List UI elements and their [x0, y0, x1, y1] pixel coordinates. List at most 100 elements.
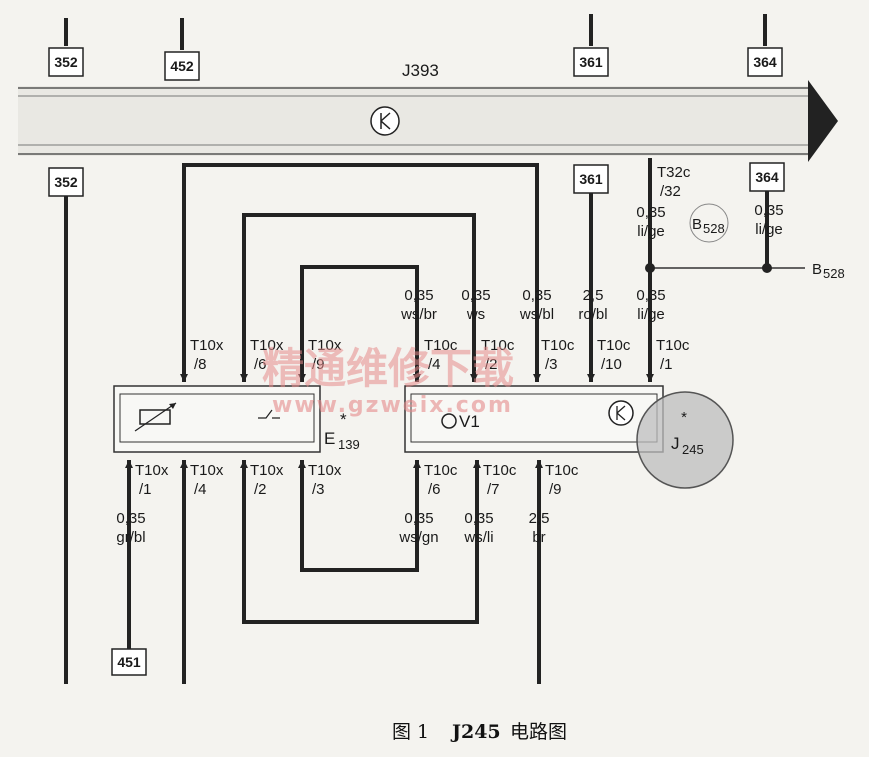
svg-text:T10x: T10x [135, 462, 169, 479]
top-connectors: 352 452 361 364 [48, 14, 783, 81]
svg-text:/4: /4 [194, 481, 207, 498]
caption-bold: J245 [450, 721, 501, 743]
k-clock-icon [370, 106, 400, 136]
svg-text:361: 361 [579, 171, 603, 187]
t32c-label: T32c /32 [657, 164, 691, 200]
component-e139: E 139 * [113, 385, 360, 453]
svg-text:/32: /32 [660, 183, 681, 200]
pin-labels-lower: T10x /1 T10x /4 T10x /2 T10x /3 T10c /6 … [135, 462, 579, 498]
svg-text:T32c: T32c [657, 164, 691, 181]
wire-labels-lower: 0,35 gr/bl 0,35 ws/gn 0,35 ws/li 2,5 br [116, 510, 549, 546]
connector-box-361-lower: 361 [573, 164, 609, 194]
svg-text:364: 364 [753, 54, 777, 70]
svg-text:452: 452 [170, 58, 194, 74]
watermark-cn: 精通维修下载 [262, 344, 514, 393]
component-j245: * J 245 [636, 391, 734, 489]
svg-text:/2: /2 [254, 481, 267, 498]
svg-text:T10c: T10c [424, 462, 458, 479]
connector-box-364-top: 364 [747, 47, 783, 77]
svg-text:0,35: 0,35 [404, 510, 433, 527]
svg-text:0,35: 0,35 [636, 204, 665, 221]
j245-letter: J [671, 434, 680, 453]
svg-text:li/ge: li/ge [755, 221, 783, 238]
svg-text:ws/gn: ws/gn [398, 529, 438, 546]
b528-line-sub: 528 [823, 266, 845, 281]
svg-text:2,5: 2,5 [529, 510, 550, 527]
watermark: 精通维修下载 www.gzweix.com [262, 344, 514, 418]
component-v1: V1 [404, 385, 664, 453]
svg-text:0,35: 0,35 [754, 202, 783, 219]
svg-text:br: br [532, 529, 545, 546]
svg-text:/9: /9 [312, 356, 325, 373]
wire-labels-upper: 0,35 li/ge 0,35 li/ge 0,35 ws/br 0,35 ws… [400, 202, 784, 323]
j245-sub: 245 [682, 442, 704, 457]
b528-node: B 528 B 528 [689, 203, 845, 281]
pin-markers [125, 374, 654, 468]
svg-text:0,35: 0,35 [522, 287, 551, 304]
caption-prefix: 图 1 [392, 721, 429, 743]
svg-text:T10x: T10x [190, 462, 224, 479]
e139-sub: 139 [338, 437, 360, 452]
svg-text:/8: /8 [194, 356, 207, 373]
svg-text:/6: /6 [254, 356, 267, 373]
bus-j393: J393 [18, 61, 838, 162]
svg-text:T10x: T10x [250, 462, 284, 479]
svg-text:0,35: 0,35 [464, 510, 493, 527]
connector-box-452-top: 452 [164, 51, 200, 81]
svg-text:/9: /9 [549, 481, 562, 498]
svg-text:T10c: T10c [424, 337, 458, 354]
svg-text:T10x: T10x [190, 337, 224, 354]
svg-text:ws/li: ws/li [463, 529, 493, 546]
lower-connectors: 352 361 364 451 [48, 162, 785, 676]
svg-text:0,35: 0,35 [116, 510, 145, 527]
svg-text:/1: /1 [139, 481, 152, 498]
b528-circle-sub: 528 [703, 221, 725, 236]
wires [64, 158, 769, 684]
svg-text:T10c: T10c [483, 462, 517, 479]
svg-text:0,35: 0,35 [404, 287, 433, 304]
svg-text:352: 352 [54, 174, 78, 190]
caption-suffix: 电路图 [510, 721, 567, 743]
junction-dot [762, 263, 772, 273]
switch-icon [258, 409, 280, 419]
svg-text:T10c: T10c [597, 337, 631, 354]
svg-text:li/ge: li/ge [637, 223, 665, 240]
svg-text:T10c: T10c [481, 337, 515, 354]
svg-text:li/ge: li/ge [637, 306, 665, 323]
watermark-url: www.gzweix.com [272, 393, 513, 418]
b528-line-letter: B [812, 261, 822, 278]
svg-text:T10c: T10c [541, 337, 575, 354]
b528-circle-letter: B [692, 216, 702, 233]
junction-dot [645, 263, 655, 273]
pin-labels-upper: T10x /8 T10x /6 T10x /9 T10c /4 T10c /2 … [190, 337, 690, 373]
svg-text:T10x: T10x [308, 462, 342, 479]
svg-text:/1: /1 [660, 356, 673, 373]
figure-caption: 图 1 J245 电路图 [392, 721, 567, 743]
bus-arrow-icon [808, 80, 838, 162]
e139-star: * [340, 410, 347, 429]
svg-text:/3: /3 [545, 356, 558, 373]
j245-star: * [681, 409, 687, 426]
svg-text:/7: /7 [487, 481, 500, 498]
connector-box-352-top: 352 [48, 47, 84, 77]
bus-label: J393 [402, 61, 439, 80]
connector-box-352-lower: 352 [48, 167, 84, 197]
svg-text:ws/br: ws/br [400, 306, 437, 323]
svg-text:ro/bl: ro/bl [578, 306, 607, 323]
svg-text:364: 364 [755, 169, 779, 185]
svg-text:gr/bl: gr/bl [116, 529, 145, 546]
svg-text:451: 451 [117, 654, 141, 670]
svg-text:/4: /4 [428, 356, 441, 373]
svg-text:ws/bl: ws/bl [519, 306, 554, 323]
svg-text:ws: ws [466, 306, 485, 323]
svg-text:352: 352 [54, 54, 78, 70]
svg-text:361: 361 [579, 54, 603, 70]
svg-text:T10x: T10x [308, 337, 342, 354]
svg-text:/6: /6 [428, 481, 441, 498]
connector-box-451: 451 [111, 648, 147, 676]
svg-text:T10c: T10c [545, 462, 579, 479]
k-clock-icon [608, 400, 634, 426]
motor-icon [441, 413, 457, 429]
